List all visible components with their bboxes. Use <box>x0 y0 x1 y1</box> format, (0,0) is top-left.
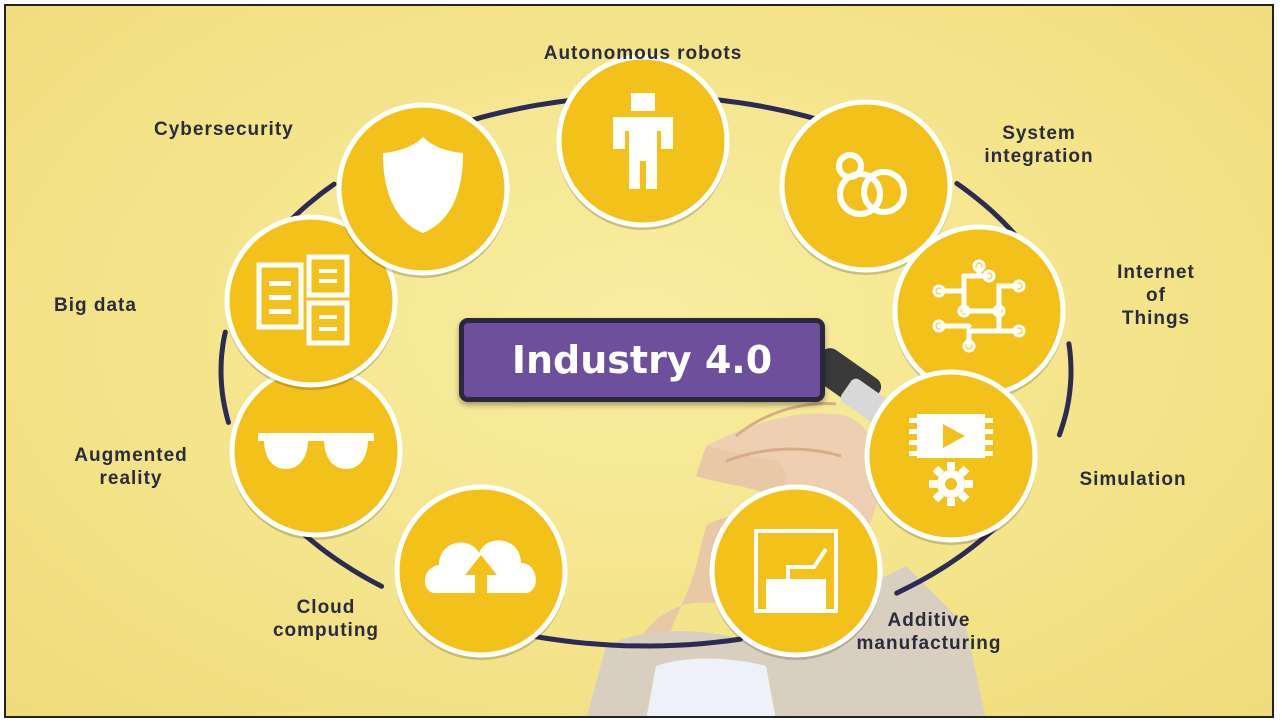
diagram-frame: Industry 4.0 Autonomous robots System in… <box>4 4 1274 718</box>
circuit-network-icon <box>932 259 1026 353</box>
glasses-icon <box>258 433 374 469</box>
label-big-data: Big data <box>54 295 137 316</box>
ring-arc <box>218 329 231 425</box>
node-printer <box>709 484 883 660</box>
ring-arc <box>533 634 743 649</box>
label-cloud-computing: Cloud computing <box>272 597 380 641</box>
label-additive-manufacturing: Additive manufacturing <box>856 610 1002 654</box>
node-circles <box>224 54 1066 660</box>
center-title: Industry 4.0 <box>511 338 773 382</box>
label-augmented-reality: Augmented reality <box>74 445 188 489</box>
label-simulation: Simulation <box>1079 469 1187 490</box>
node-robot <box>556 54 730 230</box>
node-glasses <box>229 364 403 540</box>
node-simulation-gear <box>864 369 1038 545</box>
linked-circles-icon <box>836 152 907 217</box>
node-documents <box>224 214 398 390</box>
documents-icon <box>256 254 350 346</box>
label-internet-of-things: Internet of Things <box>1117 262 1195 329</box>
label-autonomous-robots: Autonomous robots <box>543 43 743 64</box>
node-cloud-upload <box>394 484 568 660</box>
diagram-canvas <box>218 54 1074 716</box>
node-shield <box>336 102 510 278</box>
shield-icon <box>383 137 463 233</box>
robot-icon <box>613 93 673 189</box>
node-circuit-network <box>892 224 1066 400</box>
label-cybersecurity: Cybersecurity <box>154 119 294 140</box>
ring-arc <box>894 520 1003 596</box>
printer-icon <box>754 529 838 613</box>
node-linked-circles <box>779 99 953 275</box>
center-title-box: Industry 4.0 <box>459 318 825 402</box>
label-system-integration: System integration <box>984 123 1094 167</box>
cloud-upload-icon <box>424 540 536 593</box>
node-circle <box>229 364 403 538</box>
ring-arc <box>1056 341 1074 438</box>
